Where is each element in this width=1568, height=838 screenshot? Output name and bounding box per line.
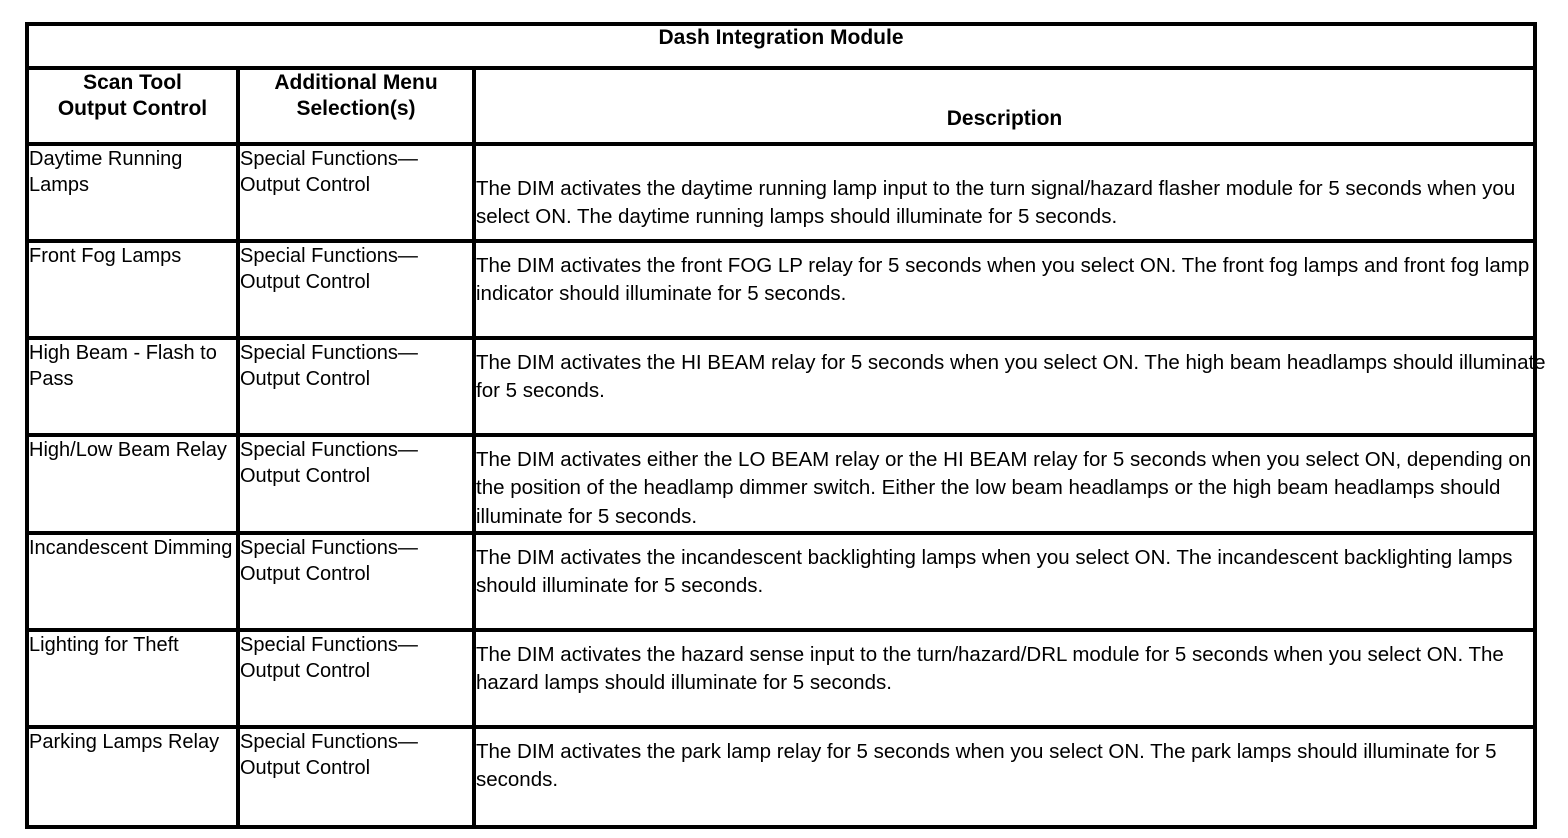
- cell-scan-tool-output-control: Daytime Running Lamps: [25, 142, 240, 243]
- description-text: The DIM activates the hazard sense input…: [476, 642, 1504, 695]
- cell-additional-menu-selection: Special Functions—Output Control: [236, 142, 476, 243]
- column-header-text: Description: [946, 107, 1063, 131]
- cell-additional-menu-selection: Special Functions—Output Control: [236, 239, 476, 340]
- cell-scan-tool-output-control: Parking Lamps Relay: [25, 724, 240, 829]
- table-row: Lighting for Theft Special Functions—Out…: [25, 627, 1538, 729]
- cell-additional-menu-selection: Special Functions—Output Control: [236, 336, 476, 437]
- cell-additional-menu-selection: Special Functions—Output Control: [236, 433, 476, 535]
- column-header-additional-menu-selections: Additional Menu Selection(s): [236, 66, 476, 146]
- column-header-scan-tool-output-control: Scan Tool Output Control: [25, 66, 240, 146]
- cell-scan-tool-output-control: Front Fog Lamps: [25, 239, 240, 340]
- description-text: The DIM activates the incandescent backl…: [476, 545, 1513, 598]
- cell-description: The DIM activates the park lamp relay fo…: [471, 724, 1538, 829]
- table-row: High Beam - Flash to Pass Special Functi…: [25, 336, 1546, 437]
- description-text: The DIM activates the park lamp relay fo…: [476, 739, 1497, 792]
- cell-scan-tool-output-control: High Beam - Flash to Pass: [25, 336, 240, 437]
- cell-additional-menu-selection: Special Functions—Output Control: [236, 724, 476, 829]
- table-title-row: Dash Integration Module: [24, 22, 1538, 70]
- description-text: The DIM activates the HI BEAM relay for …: [476, 351, 1546, 403]
- cell-additional-menu-selection: Special Functions—Output Control: [236, 530, 476, 632]
- table-row: Front Fog Lamps Special Functions—Output…: [25, 239, 1538, 340]
- cell-scan-tool-output-control: Lighting for Theft: [25, 627, 240, 729]
- column-header-line1: Scan Tool: [83, 71, 182, 94]
- table-header-row: Scan Tool Output Control Additional Menu…: [25, 66, 1538, 146]
- description-text: The DIM activates the front FOG LP relay…: [476, 254, 1530, 306]
- cell-description: The DIM activates the hazard sense input…: [471, 627, 1538, 729]
- table-title: Dash Integration Module: [24, 22, 1538, 70]
- table-row: Daytime Running Lamps Special Functions—…: [25, 142, 1538, 243]
- description-text: The DIM activates either the LO BEAM rel…: [476, 448, 1532, 528]
- cell-additional-menu-selection: Special Functions—Output Control: [236, 627, 476, 729]
- cell-description: The DIM activates the HI BEAM relay for …: [471, 336, 1546, 437]
- dash-integration-module-table: Dash Integration Module Scan Tool Output…: [24, 22, 1546, 829]
- column-header-line2: Output Control: [57, 96, 208, 120]
- table-row: Incandescent Dimming Special Functions—O…: [25, 530, 1538, 632]
- column-header-line1: Additional Menu: [274, 71, 438, 94]
- description-text: The DIM activates the daytime running la…: [476, 177, 1516, 229]
- cell-scan-tool-output-control: High/Low Beam Relay: [25, 433, 240, 535]
- column-header-description: Description: [471, 66, 1538, 146]
- table-row: High/Low Beam Relay Special Functions—Ou…: [25, 433, 1538, 535]
- cell-scan-tool-output-control: Incandescent Dimming: [25, 530, 240, 632]
- cell-description: The DIM activates the daytime running la…: [471, 142, 1538, 243]
- cell-description: The DIM activates either the LO BEAM rel…: [471, 433, 1538, 535]
- cell-description: The DIM activates the incandescent backl…: [471, 530, 1538, 632]
- cell-description: The DIM activates the front FOG LP relay…: [471, 239, 1538, 340]
- table-row: Parking Lamps Relay Special Functions—Ou…: [25, 724, 1538, 829]
- column-header-line2: Selection(s): [296, 96, 416, 120]
